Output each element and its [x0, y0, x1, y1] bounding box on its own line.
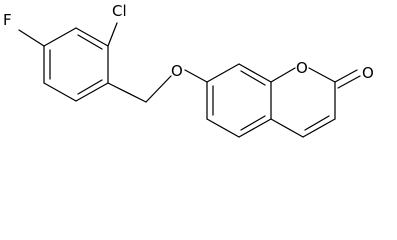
- bond-o-coumarin: [184, 69, 208, 83]
- bond: [75, 27, 109, 47]
- ether-oxygen-atom-label: O: [171, 62, 183, 80]
- carbonyl-bond: [334, 69, 358, 83]
- bond: [270, 67, 296, 83]
- bond: [302, 118, 336, 138]
- bond-ch2-o: [145, 75, 172, 103]
- bond: [43, 82, 77, 102]
- fluorine-atom-label: F: [3, 11, 12, 29]
- atom-mask: [111, 0, 131, 20]
- bond: [75, 82, 109, 102]
- bond-ring-ch2: [107, 82, 147, 103]
- bond: [238, 63, 272, 83]
- ring-oxygen-atom-label: O: [296, 59, 308, 77]
- bond: [206, 118, 240, 138]
- bond: [43, 27, 77, 47]
- bond: [238, 118, 272, 138]
- double-bond-inner: [304, 115, 330, 131]
- bond-c-f: [18, 29, 45, 47]
- bond: [206, 63, 240, 83]
- carbonyl-oxygen-atom-label: O: [362, 64, 374, 82]
- chlorine-atom-label: Cl: [112, 2, 127, 20]
- double-bond-inner: [240, 70, 266, 86]
- bond: [308, 67, 336, 83]
- carbonyl-bond: [337, 75, 361, 89]
- bond: [270, 118, 304, 138]
- double-bond-inner: [77, 34, 103, 50]
- bond-c-cl: [107, 22, 118, 47]
- atom-mask: [2, 10, 16, 28]
- coumarin-benzo-ring: [206, 63, 272, 138]
- molecule-structure-diagram: Cl F O O O: [2, 0, 374, 138]
- double-bond-inner: [240, 115, 266, 131]
- pyranone-ring: [270, 67, 336, 138]
- chlorofluorophenyl-ring: [43, 27, 109, 102]
- double-bond-inner: [77, 79, 103, 95]
